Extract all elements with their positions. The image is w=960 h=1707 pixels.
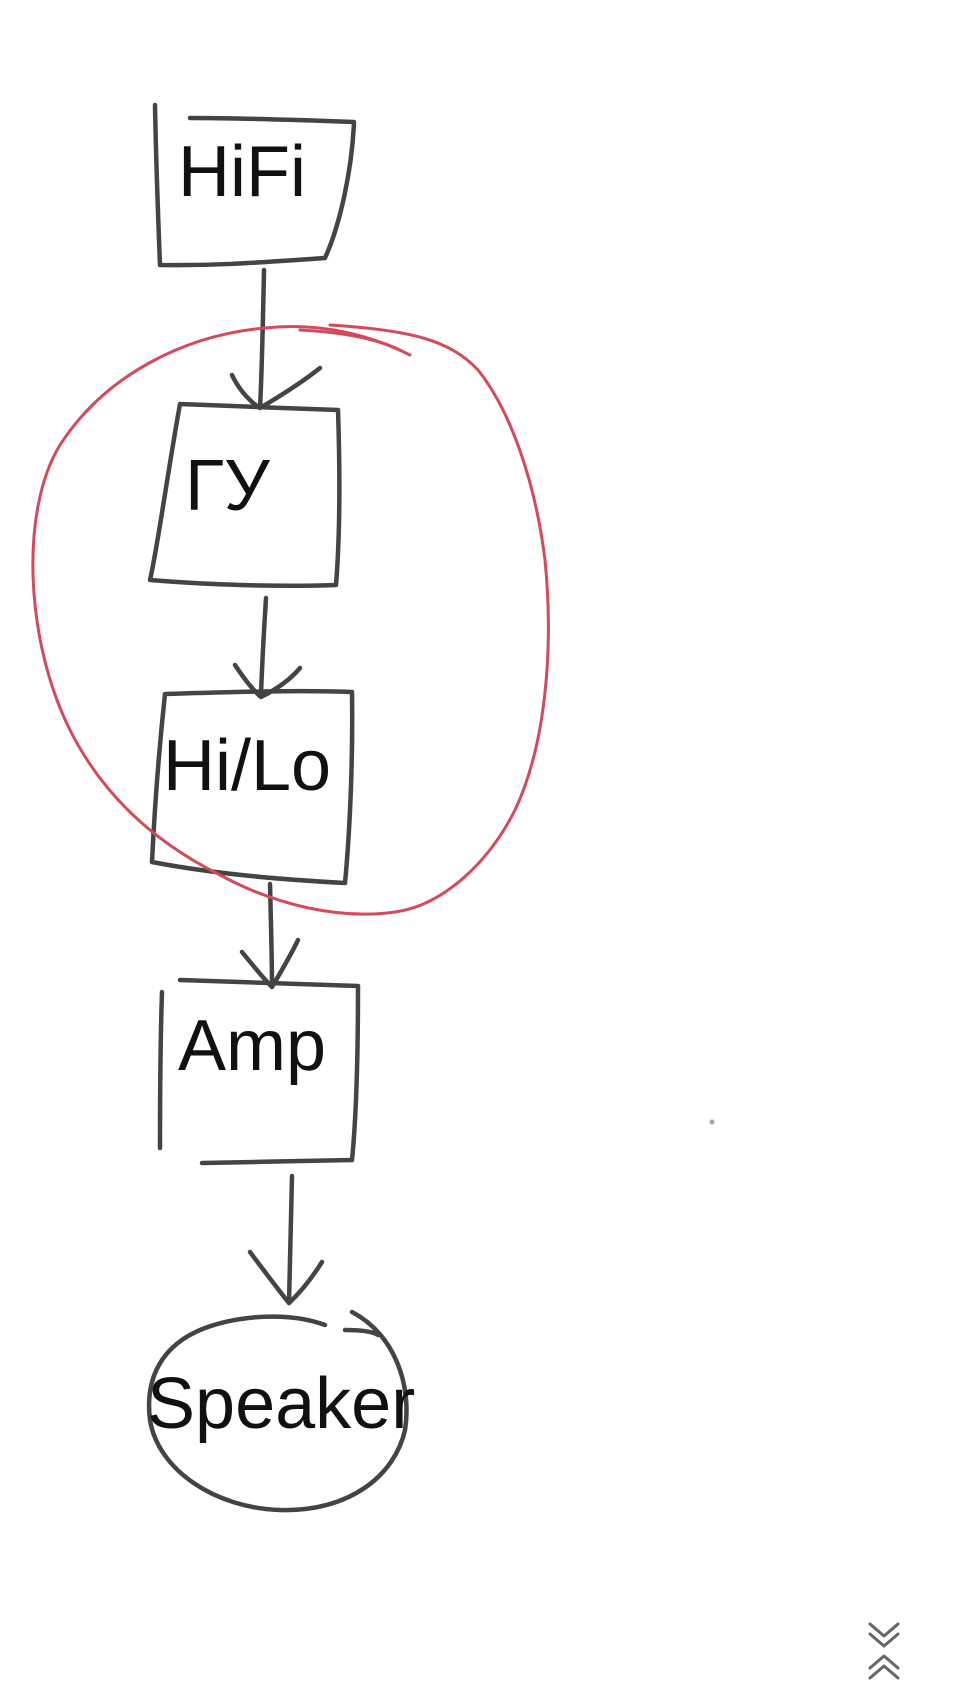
- node-speaker-circle: [146, 1309, 409, 1513]
- node-gu: ГУ: [147, 401, 342, 589]
- chevron-up-icon[interactable]: [868, 1654, 900, 1670]
- node-hilo-box: [149, 688, 355, 886]
- group-highlight-circle: [31, 323, 550, 916]
- node-gu-label: ГУ: [185, 446, 271, 526]
- node-hilo-label: Hi/Lo: [163, 726, 331, 806]
- node-amp: Amp: [157, 977, 361, 1166]
- edge-gu-hilo: [232, 595, 303, 700]
- edge-hilo-amp: [239, 881, 301, 990]
- node-hifi-box: [152, 102, 357, 268]
- double-chevron-icon[interactable]: [868, 1622, 900, 1680]
- node-hifi: HiFi: [152, 102, 357, 268]
- chevron-down-icon[interactable]: [868, 1632, 900, 1648]
- edge-hifi-gu: [229, 267, 323, 411]
- node-amp-label: Amp: [178, 1006, 326, 1086]
- chevron-up-icon[interactable]: [868, 1664, 900, 1680]
- node-speaker-label: Speaker: [147, 1364, 415, 1444]
- chevron-down-icon[interactable]: [868, 1622, 900, 1638]
- node-gu-box: [147, 401, 342, 589]
- node-hilo: Hi/Lo: [149, 688, 355, 886]
- stray-dot: [709, 1119, 715, 1125]
- node-speaker: Speaker: [146, 1309, 415, 1513]
- node-hifi-label: HiFi: [178, 132, 306, 212]
- edge-amp-speaker: [247, 1173, 325, 1306]
- node-amp-box: [177, 977, 361, 1166]
